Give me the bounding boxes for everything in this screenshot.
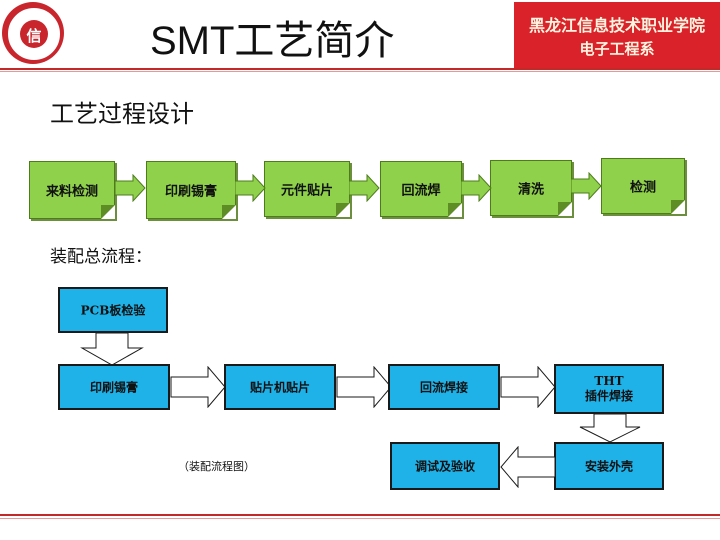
down-arrow-icon [579, 413, 641, 443]
node-label-line1: THT [594, 374, 624, 388]
footer-divider [0, 514, 720, 516]
right-arrow-icon [500, 366, 556, 408]
flowchart-caption: （装配流程图） [178, 460, 255, 473]
department-name: 电子工程系 [579, 40, 655, 58]
node-label: 安装外壳 [584, 459, 633, 474]
right-arrow-icon [571, 172, 602, 200]
step-cleaning: 清洗 [490, 160, 572, 216]
step-paste-printing: 印刷锡膏 [146, 161, 236, 219]
process-design-heading: 工艺过程设计 [50, 100, 194, 128]
node-paste-printing: 印刷锡膏 [58, 364, 170, 410]
node-reflow-soldering: 回流焊接 [388, 364, 500, 410]
step-inspection: 检测 [601, 158, 685, 214]
right-arrow-icon [349, 174, 380, 202]
node-placement: 贴片机贴片 [224, 364, 336, 410]
college-logo: 信 [2, 2, 64, 64]
node-label: 调试及验收 [414, 459, 475, 474]
node-tht-soldering: THT 插件焊接 [554, 364, 664, 414]
step-label: 回流焊 [401, 183, 441, 199]
logo-glyph: 信 [26, 27, 42, 45]
step-label: 元件贴片 [280, 183, 333, 199]
left-arrow-icon [500, 446, 556, 488]
right-arrow-icon [461, 174, 492, 202]
node-debug-acceptance: 调试及验收 [390, 442, 500, 490]
node-label: THT 插件焊接 [556, 374, 662, 404]
node-label: 印刷锡膏 [89, 380, 138, 395]
right-arrow-icon [170, 366, 226, 408]
step-reflow: 回流焊 [380, 161, 462, 217]
logo-ring: 信 [8, 8, 60, 60]
step-label: 来料检测 [45, 184, 98, 200]
step-label: 清洗 [517, 182, 544, 198]
node-enclosure-assembly: 安装外壳 [554, 442, 664, 490]
step-incoming-inspection: 来料检测 [29, 161, 115, 219]
step-component-placement: 元件贴片 [264, 161, 350, 217]
node-label: 回流焊接 [419, 380, 468, 395]
college-banner: 黑龙江信息技术职业学院 电子工程系 [514, 2, 720, 68]
assembly-flow-heading: 装配总流程： [50, 247, 152, 267]
node-label: PCB板检验 [80, 303, 146, 318]
logo-center: 信 [20, 20, 48, 48]
right-arrow-icon [115, 174, 146, 202]
right-arrow-icon [336, 366, 392, 408]
header-divider [0, 68, 720, 70]
node-label: 贴片机贴片 [249, 380, 310, 395]
slide-title: SMT工艺简介 [150, 19, 395, 63]
right-arrow-icon [235, 174, 266, 202]
step-label: 检测 [629, 180, 656, 196]
down-arrow-icon [80, 332, 144, 366]
node-pcb-inspection: PCB板检验 [58, 287, 168, 333]
node-label-line2: 插件焊接 [584, 389, 633, 403]
footer-divider-thin [0, 518, 720, 519]
header-divider-thin [0, 71, 720, 72]
step-label: 印刷锡膏 [164, 184, 217, 200]
college-name: 黑龙江信息技术职业学院 [528, 16, 705, 35]
